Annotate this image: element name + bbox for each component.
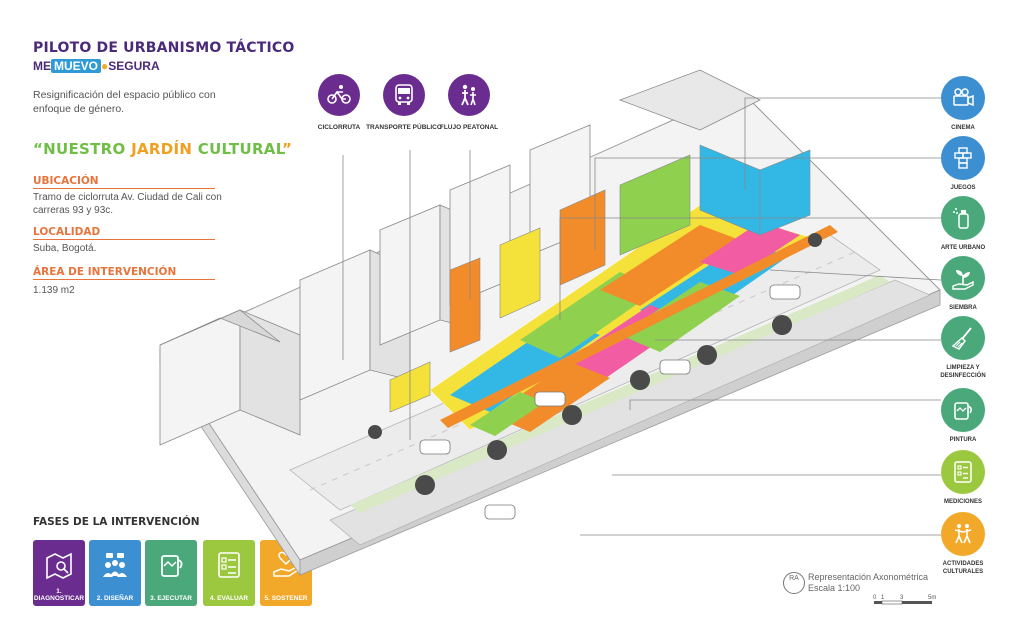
scale-tick-1: 1	[881, 595, 885, 601]
right-icon-arte-urbano	[941, 196, 985, 240]
map-icon	[46, 552, 72, 580]
right-label-siembra: SIEMBRA	[949, 305, 977, 311]
phases-title: FASES DE LA INTERVENCIÓN	[33, 516, 200, 528]
scale-tick-5m: 5m	[928, 595, 936, 601]
scale-tick-0: 0	[873, 595, 877, 601]
section-text-localidad: Suba, Bogotá.	[33, 243, 97, 254]
top-label-ciclorruta: CICLORRUTA	[317, 124, 361, 131]
section-heading-ubicacion: UBICACIÓN	[33, 175, 99, 187]
right-label-cinema: CINEMA	[951, 125, 975, 131]
project-name-part-3: CULTURAL	[197, 140, 282, 158]
right-icon-mediciones	[941, 450, 985, 494]
phase-label: 4. EVALUAR	[209, 595, 249, 602]
phase-card-ejecutar: 3. EJECUTAR	[145, 540, 197, 606]
project-name-part-2: JARDÍN	[131, 140, 198, 158]
paint-bucket-icon	[161, 555, 183, 577]
top-label-peatonal: FLUJO PEATONAL	[439, 124, 499, 131]
phase-label: 1. DIAGNOSTICAR	[33, 588, 85, 602]
section-heading-area: ÁREA DE INTERVENCIÓN	[33, 266, 177, 278]
top-icon-peatonal	[448, 74, 490, 116]
broom-icon	[951, 327, 972, 350]
bus-icon	[395, 84, 413, 105]
right-icon-pintura	[941, 388, 985, 432]
section-divider	[33, 188, 215, 189]
right-label-juegos: JUEGOS	[950, 185, 976, 191]
checklist-icon	[954, 461, 972, 483]
paint-bucket-icon	[954, 402, 972, 420]
section-heading-localidad: LOCALIDAD	[33, 226, 101, 238]
phase-label: 5. SOSTENER	[264, 595, 308, 602]
hopscotch-icon	[954, 147, 972, 169]
top-icon-transporte	[383, 74, 425, 116]
spray-can-icon	[953, 208, 969, 229]
section-text-area: 1.139 m2	[33, 285, 75, 296]
ra-mark: RA	[783, 572, 805, 594]
section-divider	[33, 239, 215, 240]
phase-card-disenar: 2. DISEÑAR	[89, 540, 141, 606]
right-label-pintura: PINTURA	[949, 437, 977, 443]
right-icon-actividades	[941, 512, 985, 556]
phase-card-diagnosticar: 1. DIAGNOSTICAR	[33, 540, 85, 606]
right-icon-siembra	[941, 256, 985, 300]
project-name-part-4: ”	[281, 140, 293, 158]
phase-label: 3. EJECUTAR	[150, 595, 192, 602]
phase-label: 2. DISEÑAR	[96, 595, 134, 602]
legend-caption: Representación Axonométrica Escala 1:100	[808, 572, 928, 594]
brand-part-2: MUEVO	[51, 59, 102, 73]
leader-lines	[342, 97, 942, 536]
scale-bar: 0 1 3 5m	[873, 595, 936, 605]
right-label-arte-urbano: ARTE URBANO	[940, 245, 986, 251]
right-icon-cinema	[941, 76, 985, 120]
project-name: “NUESTRO JARDÍN CULTURAL”	[33, 140, 292, 158]
checklist-icon	[218, 552, 240, 578]
location-pin-icon: ●	[101, 59, 109, 73]
page-title: PILOTO DE URBANISMO TÁCTICO	[33, 40, 295, 56]
seedling-icon	[952, 270, 974, 290]
section-text-ubicacion: Tramo de ciclorruta Av. Ciudad de Cali c…	[33, 192, 222, 216]
section-divider	[33, 279, 215, 280]
brand-part-1: ME	[33, 59, 51, 73]
pedestrians-icon	[461, 84, 476, 106]
right-icon-juegos	[941, 136, 985, 180]
top-label-transporte: TRANSPORTE PÚBLICO	[366, 124, 442, 131]
phase-card-evaluar: 4. EVALUAR	[203, 540, 255, 606]
brand-part-3: SEGURA	[108, 59, 160, 73]
bicycle-icon	[327, 85, 351, 104]
people-icon	[103, 553, 127, 577]
right-label-mediciones: MEDICIONES	[943, 499, 982, 505]
top-icon-ciclorruta	[318, 74, 360, 116]
dancers-icon	[954, 524, 972, 544]
right-icon-limpieza	[941, 316, 985, 360]
axonometric-illustration	[159, 69, 942, 577]
page-subtitle: Resignificación del espacio público con …	[33, 89, 216, 115]
projector-icon	[953, 88, 974, 107]
legend-caption-title: Representación Axonométrica	[808, 572, 929, 582]
right-label-actividades: ACTIVIDADES CULTURALES	[942, 561, 984, 575]
right-label-limpieza: LIMPIEZA Y DESINFECCIÓN	[940, 365, 986, 379]
legend-caption-scale: Escala 1:100	[808, 583, 861, 593]
scale-tick-3: 3	[900, 595, 904, 601]
project-name-part-1: “NUESTRO	[33, 140, 132, 158]
